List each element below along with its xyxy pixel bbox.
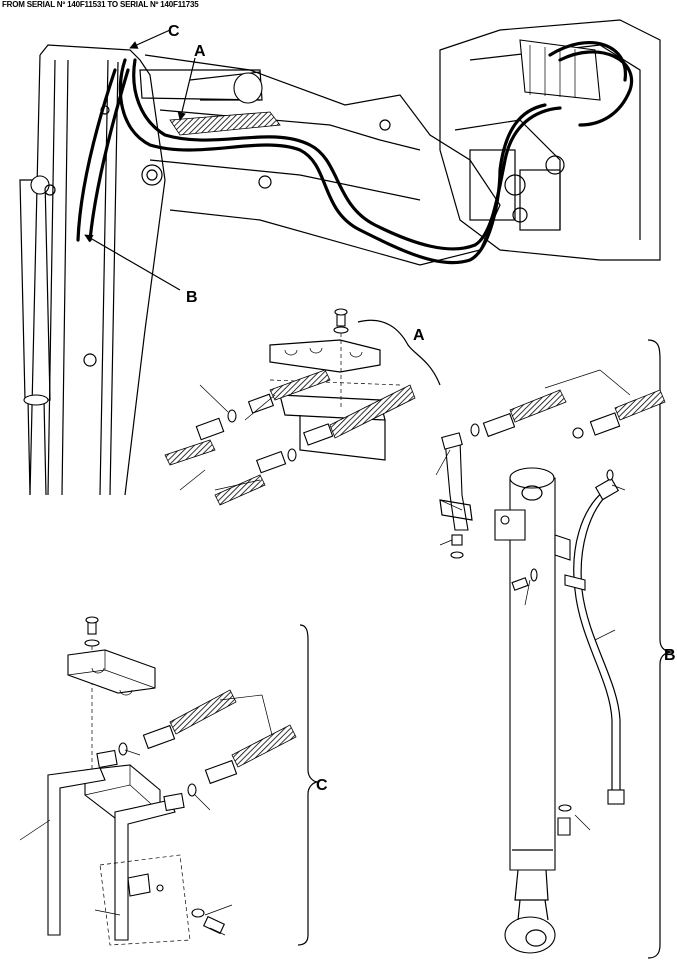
hose-run-4 — [76, 68, 117, 242]
hose-a1 — [164, 439, 216, 466]
long-tube-outer — [573, 489, 613, 790]
cylinder-bracket — [494, 509, 526, 541]
clamp-a-location — [169, 111, 281, 136]
leader-a — [177, 57, 196, 121]
brace-c — [297, 624, 319, 946]
overview-machine — [19, 19, 661, 496]
hose-a3 — [214, 474, 266, 506]
oring-c1 — [118, 742, 128, 756]
oring-c2 — [187, 783, 197, 797]
hose-c1 — [169, 689, 237, 735]
fitting-c4 — [204, 759, 238, 785]
fitting-c2 — [142, 724, 176, 750]
dipper-arm-left-edge — [29, 54, 41, 496]
pipe-c1 — [47, 767, 106, 936]
fitting-b1 — [482, 412, 516, 438]
fitting-a1 — [195, 417, 225, 441]
tube-fitting-top — [594, 477, 620, 501]
callout-a-top: A — [194, 43, 206, 60]
brace-b — [647, 339, 673, 959]
oring-b2 — [572, 427, 584, 439]
washer-a — [333, 326, 349, 334]
fitting-c1 — [96, 749, 118, 769]
boom-cylinder — [139, 69, 263, 101]
hose-c2 — [231, 724, 297, 768]
washer-c2 — [191, 908, 205, 918]
hose-run-2 — [132, 58, 562, 251]
clamp-block-top — [269, 339, 381, 373]
callout-b-detail: B — [664, 647, 676, 664]
boom-outline — [144, 54, 501, 266]
fitting-b2 — [589, 412, 621, 436]
fitting-a4 — [303, 423, 334, 446]
oring-a1 — [227, 409, 237, 423]
callout-b-top: B — [186, 289, 198, 306]
leader-b — [84, 234, 181, 291]
leader-c — [129, 29, 171, 49]
hose-run-3 — [558, 50, 634, 127]
hose-b1 — [509, 389, 567, 423]
cylinder-top — [509, 467, 555, 489]
callout-c-detail: C — [316, 777, 328, 794]
cylinder-eye — [504, 916, 556, 954]
bolt-c2 — [202, 915, 226, 935]
tube-fitting-bottom — [607, 789, 625, 805]
oring-a2 — [287, 448, 297, 462]
page-title: FROM SERIAL Nº 140F11531 TO SERIAL Nº 14… — [2, 0, 199, 9]
hose-run-1 — [118, 58, 547, 265]
fitting-a3 — [255, 450, 287, 474]
dipper-arm-right-edge — [39, 44, 166, 496]
callout-a-detail: A — [413, 327, 425, 344]
oring-b1 — [470, 423, 480, 437]
detail-b — [435, 339, 673, 959]
hose-a4 — [329, 384, 416, 439]
clamp-block-c-top — [67, 649, 156, 694]
pipe-c2 — [114, 799, 176, 941]
callout-c-top: C — [168, 23, 180, 40]
fitting-a2 — [247, 393, 275, 414]
detail-c — [19, 616, 319, 946]
swing-frame — [439, 19, 661, 261]
washer-c — [84, 639, 100, 647]
detail-a — [164, 308, 441, 506]
fitting-c3 — [163, 792, 185, 812]
hose-b2 — [614, 389, 666, 421]
clip-c — [127, 873, 151, 897]
